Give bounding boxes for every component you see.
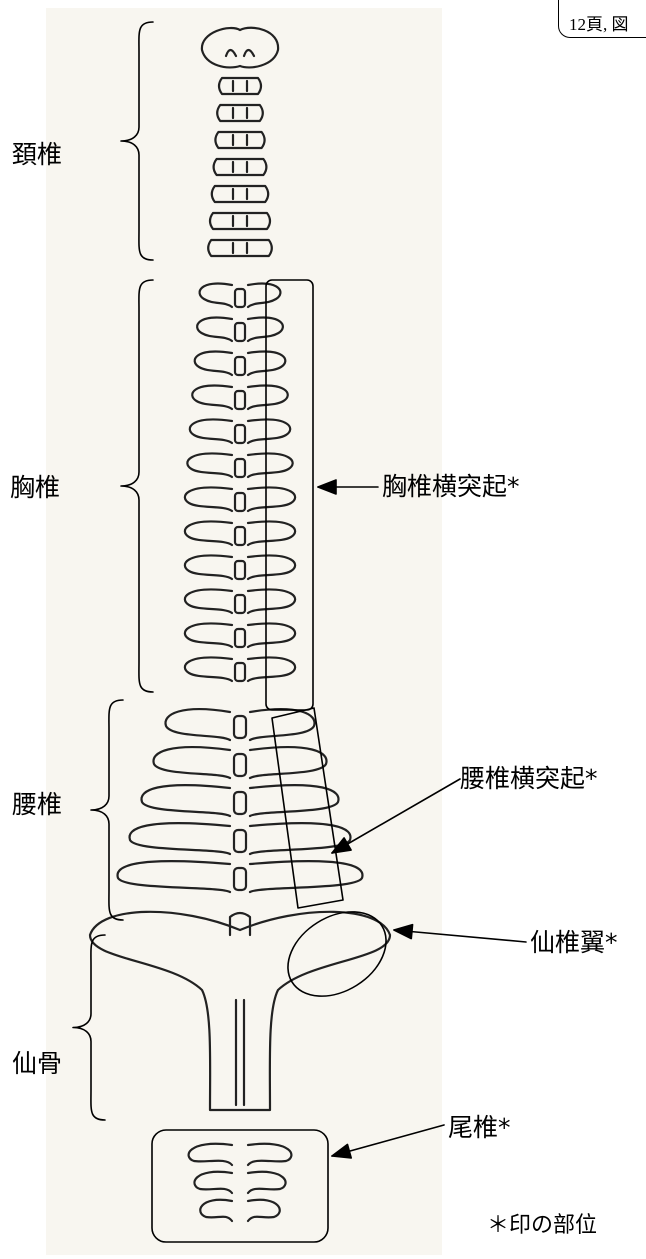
label-lumbar-transverse-process: 腰椎横突起* (460, 766, 598, 791)
footnote: ＊印の部位 (487, 1207, 597, 1239)
reference-note: 12頁, 図 (558, 0, 646, 38)
label-coccyx: 尾椎* (448, 1115, 511, 1140)
label-thoracic: 胸椎 (10, 475, 60, 500)
label-cervical: 頚椎 (12, 142, 62, 167)
label-sacral-wing: 仙椎翼* (530, 930, 618, 955)
label-thoracic-transverse-process: 胸椎横突起* (382, 474, 520, 499)
label-sacrum: 仙骨 (12, 1051, 62, 1076)
label-lumbar: 腰椎 (12, 792, 62, 817)
